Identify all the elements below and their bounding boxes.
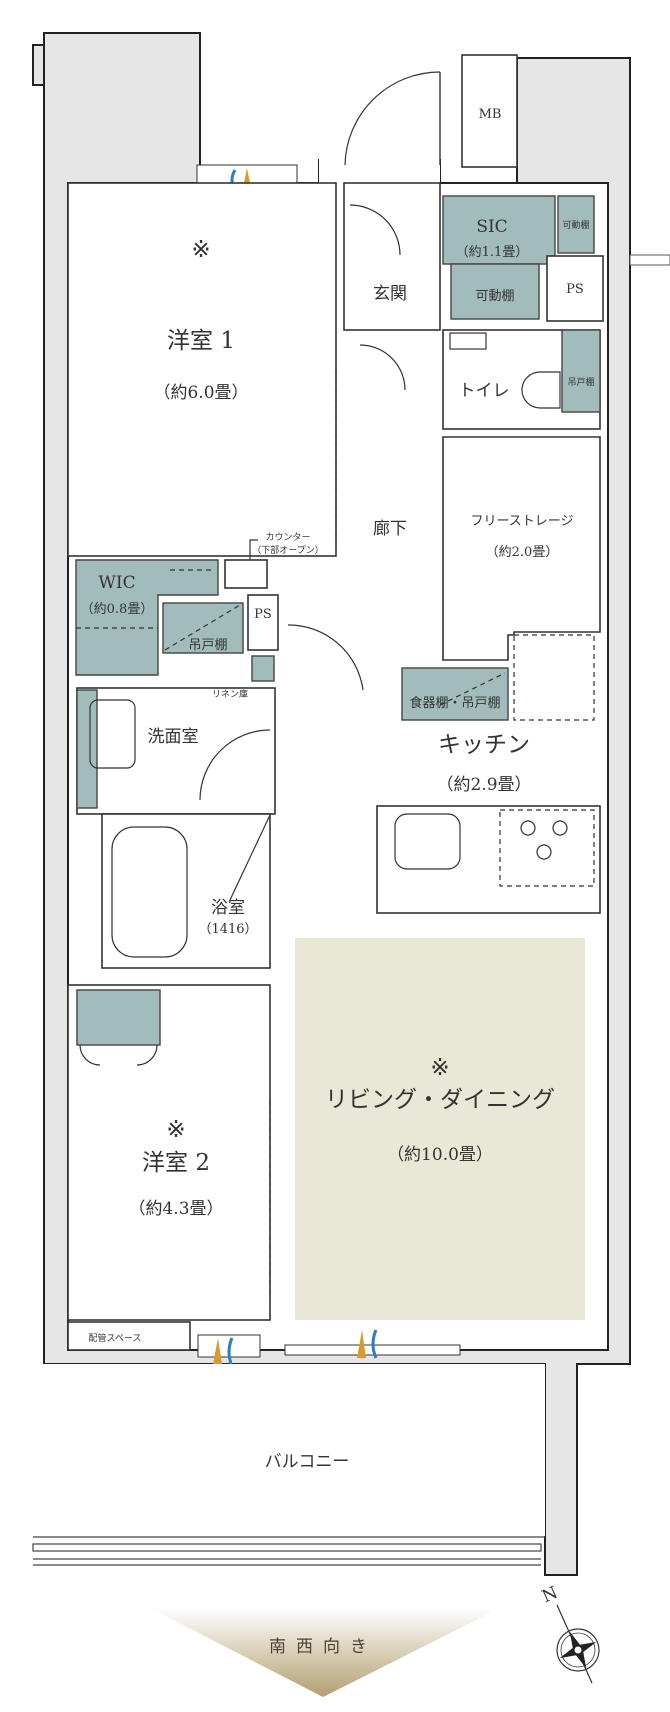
orientation-banner: 南西向き [150, 1608, 500, 1697]
room-mb: MB [461, 54, 518, 168]
room-free-storage: フリーストレージ （約2.0畳） [442, 436, 601, 661]
room-entrance: 玄関 [343, 182, 441, 331]
toilet-door-swing[interactable] [359, 344, 406, 391]
toilet-icon [521, 371, 561, 409]
washbasin-icon [89, 699, 136, 769]
counter-label: カウンター [265, 532, 310, 543]
kitchen-counter [376, 805, 601, 914]
living-name: リビング・ダイニング [325, 1087, 555, 1113]
counter-note: （下部オープン） [252, 544, 323, 556]
fridge-space [513, 634, 595, 721]
western2-size: （約4.3畳） [128, 1199, 223, 1219]
western1-name: 洋室 1 [167, 328, 235, 354]
sink-icon [394, 813, 461, 870]
ps-mid: PS [247, 594, 279, 651]
bathtub-icon [111, 826, 188, 958]
sic-size: （約1.1畳） [456, 245, 529, 260]
mb-label: MB [479, 107, 502, 122]
room-toilet: トイレ 吊戸棚 [442, 329, 601, 430]
hallway-door-swing[interactable] [287, 624, 364, 691]
ps-top: PS [546, 255, 604, 322]
ps-top-label: PS [566, 282, 584, 297]
room-western-1: ※ 洋室 1 （約6.0畳） [67, 182, 337, 557]
western1-mark: ※ [191, 237, 210, 263]
room-washroom: 洗面室 [76, 687, 276, 815]
ps-mid-label: PS [254, 607, 272, 622]
linen-label: リネン庫 [212, 688, 248, 700]
hanging-shelf: 吊戸棚 [162, 602, 244, 654]
hallway-label: 廊下 [373, 519, 407, 539]
wic-size: （約0.8畳） [81, 602, 154, 617]
free-storage-label: フリーストレージ [470, 514, 573, 529]
kitchen-label: キッチン [438, 732, 530, 758]
toilet-shelf-label: 吊戸棚 [567, 376, 594, 388]
room-wic: WIC （約0.8畳） [75, 559, 219, 676]
bath-size: （1416） [198, 922, 257, 937]
kitchen-size: （約2.9畳） [436, 775, 531, 795]
western1-size: （約6.0畳） [153, 383, 248, 403]
sic-label: SIC [476, 217, 507, 237]
linen-closet: リネン庫 [212, 655, 275, 700]
living-mark: ※ [430, 1055, 449, 1081]
dish-shelf-label: 食器棚・吊戸棚 [409, 695, 500, 711]
room-bath: 浴室 （1416） [101, 813, 271, 969]
western2-name: 洋室 2 [142, 1150, 210, 1176]
sic-side-shelf-label: 可動棚 [562, 219, 589, 231]
room-living-dining: ※ リビング・ダイニング （約10.0畳） [295, 938, 585, 1320]
balcony-label: バルコニー [265, 1452, 350, 1472]
sic-shelf-label: 可動棚 [475, 289, 514, 304]
entrance-label: 玄関 [373, 284, 407, 304]
washroom-label: 洗面室 [148, 727, 199, 747]
window-living[interactable] [284, 1329, 461, 1359]
room-sic: SIC （約1.1畳） 可動棚 可動棚 [442, 195, 595, 320]
free-storage-size: （約2.0畳） [486, 545, 559, 560]
balcony: バルコニー [32, 1364, 545, 1566]
toilet-label: トイレ [459, 381, 510, 401]
western2-mark: ※ [166, 1117, 185, 1143]
room-kitchen: キッチン （約2.9畳） [376, 732, 601, 914]
orientation-label: 南西向き [269, 1637, 377, 1657]
bath-label: 浴室 [211, 898, 245, 918]
hanging-shelf-label: 吊戸棚 [188, 638, 227, 653]
counter: カウンター （下部オープン） [224, 532, 324, 589]
entry-door-swing[interactable] [344, 71, 441, 166]
window-western2[interactable] [197, 1334, 261, 1411]
room-western-2: ※ 洋室 2 （約4.3畳） [67, 984, 271, 1321]
compass-north-label: N [539, 1583, 561, 1607]
stove-icon [499, 809, 595, 887]
piping-space: 配管スペース [67, 1321, 191, 1351]
wic-label: WIC [98, 573, 135, 593]
living-size: （約10.0畳） [387, 1145, 493, 1165]
compass-rose-icon: N [539, 1583, 600, 1684]
piping-label: 配管スペース [89, 1332, 142, 1344]
dish-shelf: 食器棚・吊戸棚 [401, 667, 509, 721]
